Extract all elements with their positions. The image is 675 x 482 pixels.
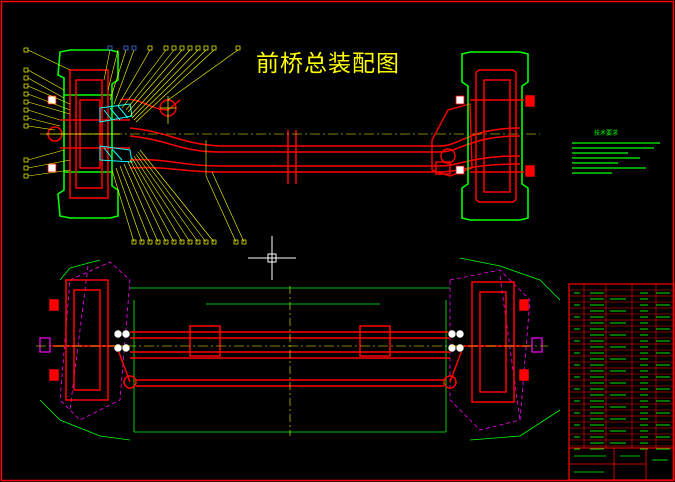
technical-notes-caption: 技术要求 — [594, 130, 619, 137]
crosshair-cursor — [248, 236, 296, 280]
parts-list-table — [568, 283, 675, 481]
part-balloons — [23, 45, 247, 245]
leader-lines-top — [27, 49, 245, 243]
right-brake-drum — [470, 69, 535, 203]
right-knuckle — [431, 103, 473, 177]
knuckle-hatch — [99, 103, 133, 163]
kingpin-bosses — [113, 329, 465, 353]
technical-notes-block — [572, 142, 660, 174]
right-wheel-rim — [461, 51, 529, 221]
hub-caps — [39, 337, 543, 353]
front-view — [23, 45, 540, 245]
axle-beam — [129, 127, 521, 184]
left-wheel-top — [49, 279, 130, 401]
top-view — [36, 257, 561, 441]
right-wheel-top — [450, 281, 530, 403]
drawing-title: 前桥总装配图 — [256, 51, 400, 77]
front-view-bolts — [47, 95, 465, 175]
